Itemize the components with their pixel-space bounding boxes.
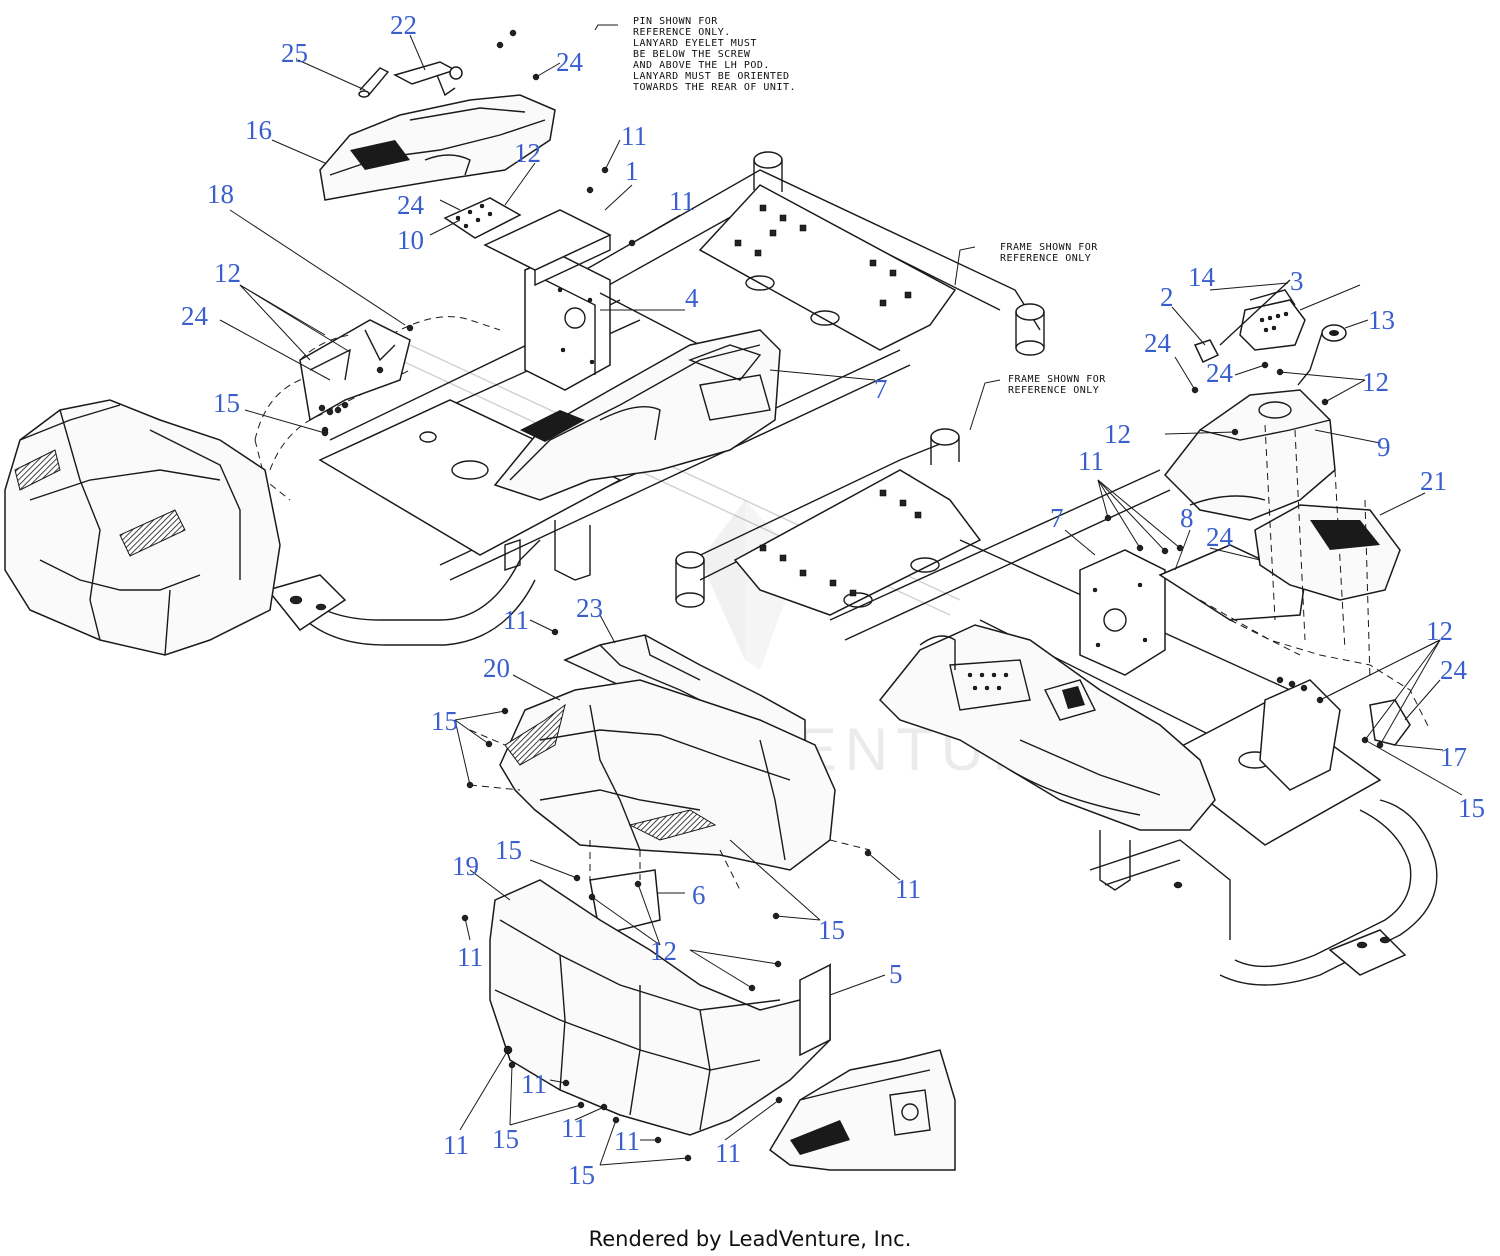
callout-11: 11: [669, 186, 695, 216]
callout-19: 19: [452, 851, 479, 881]
callout-25: 25: [281, 38, 308, 68]
callout-1: 1: [625, 156, 639, 186]
callout-24: 24: [1440, 655, 1468, 685]
callout-labels: 22 25 24 16 11 12 1 24 10 11 18 12 4 24 …: [181, 10, 1485, 1190]
callout-15: 15: [213, 388, 240, 418]
callout-15: 15: [431, 706, 458, 736]
callout-12: 12: [514, 138, 541, 168]
callout-24: 24: [556, 47, 584, 77]
callout-23: 23: [576, 593, 603, 623]
callout-15: 15: [495, 835, 522, 865]
callout-12: 12: [1426, 616, 1453, 646]
callout-6: 6: [692, 880, 706, 910]
note-line: FRAME SHOWN FOR: [1000, 242, 1098, 253]
callout-12: 12: [214, 258, 241, 288]
callout-3: 3: [1290, 266, 1304, 296]
right-frame-assembly: [675, 279, 1438, 986]
note-line: FRAME SHOWN FOR: [1008, 374, 1106, 385]
callout-12: 12: [1104, 419, 1131, 449]
leader-lines: [219, 24, 1463, 1166]
note-line: REFERENCE ONLY.: [633, 27, 731, 38]
callout-21: 21: [1420, 466, 1447, 496]
callout-24: 24: [397, 190, 425, 220]
note-line: LANYARD EYELET MUST: [633, 38, 757, 49]
callout-4: 4: [685, 283, 699, 313]
note-line: BE BELOW THE SCREW: [633, 49, 751, 60]
callout-7: 7: [874, 374, 888, 404]
callout-11: 11: [715, 1138, 741, 1168]
note-line: REFERENCE ONLY: [1000, 253, 1091, 264]
callout-22: 22: [390, 10, 417, 40]
note-line: REFERENCE ONLY: [1008, 385, 1099, 396]
upper-console-16: [319, 61, 556, 201]
callout-5: 5: [889, 959, 903, 989]
callout-11: 11: [503, 605, 529, 635]
callout-24: 24: [1144, 328, 1172, 358]
callout-11: 11: [1078, 446, 1104, 476]
note-pin: PIN SHOWN FOR REFERENCE ONLY. LANYARD EY…: [633, 16, 796, 93]
note-frame-1: FRAME SHOWN FOR REFERENCE ONLY: [1000, 242, 1098, 264]
callout-11: 11: [443, 1130, 469, 1160]
callout-11: 11: [521, 1069, 547, 1099]
callout-15: 15: [818, 915, 845, 945]
callout-11: 11: [457, 942, 483, 972]
left-frame-assembly: [254, 151, 1045, 646]
corner-pod-detail: [769, 1049, 956, 1171]
callout-15: 15: [492, 1124, 519, 1154]
callout-15: 15: [568, 1160, 595, 1190]
callout-11: 11: [614, 1126, 640, 1156]
callout-12: 12: [1362, 367, 1389, 397]
callout-2: 2: [1160, 282, 1174, 312]
callout-20: 20: [483, 653, 510, 683]
note-line: TOWARDS THE REAR OF UNIT.: [633, 82, 796, 93]
callout-11: 11: [561, 1113, 587, 1143]
footer-credit: Rendered by LeadVenture, Inc.: [589, 1227, 912, 1251]
callout-12: 12: [650, 936, 677, 966]
callout-16: 16: [245, 115, 272, 145]
callout-18: 18: [207, 179, 234, 209]
callout-15: 15: [1458, 793, 1485, 823]
callout-11: 11: [621, 121, 647, 151]
callout-17: 17: [1440, 742, 1467, 772]
callout-13: 13: [1368, 305, 1395, 335]
callout-10: 10: [397, 225, 424, 255]
callout-24: 24: [1206, 522, 1234, 552]
callout-24: 24: [1206, 358, 1234, 388]
callout-24: 24: [181, 301, 209, 331]
callout-11: 11: [895, 874, 921, 904]
callout-9: 9: [1377, 432, 1391, 462]
callout-7: 7: [1050, 503, 1064, 533]
left-front-pod: [4, 399, 281, 656]
note-line: LANYARD MUST BE ORIENTED: [633, 71, 790, 82]
callout-14: 14: [1188, 262, 1216, 292]
note-line: AND ABOVE THE LH POD.: [633, 60, 770, 71]
center-pod-assembly: [469, 634, 871, 1136]
callout-8: 8: [1180, 503, 1194, 533]
note-frame-2: FRAME SHOWN FOR REFERENCE ONLY: [1008, 374, 1106, 396]
note-line: PIN SHOWN FOR: [633, 16, 718, 27]
